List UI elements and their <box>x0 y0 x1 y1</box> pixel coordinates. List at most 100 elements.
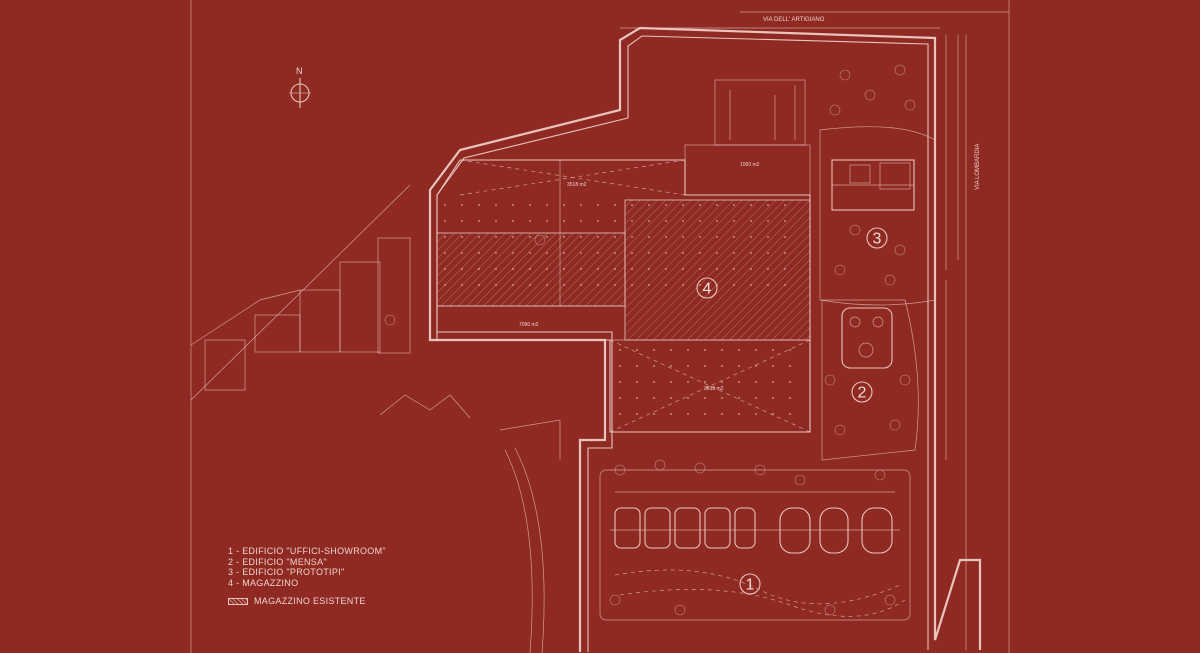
tree-icon <box>609 594 621 606</box>
grid-dot <box>784 220 786 222</box>
grid-dot <box>704 365 706 367</box>
grid-dot <box>665 284 667 286</box>
tree-icon <box>834 264 846 276</box>
grid-dot <box>546 204 548 206</box>
grid-dot <box>733 236 735 238</box>
grid-dot <box>597 268 599 270</box>
grid-dot <box>512 268 514 270</box>
tree-icon <box>754 464 766 476</box>
grid-dot <box>789 365 791 367</box>
grid-dot <box>716 252 718 254</box>
grid-dot <box>653 413 655 415</box>
grid-dot <box>772 413 774 415</box>
grid-dot <box>631 284 633 286</box>
grid-dot <box>529 268 531 270</box>
grid-dot <box>699 236 701 238</box>
grid-dot <box>444 236 446 238</box>
svg-text:4: 4 <box>703 281 712 298</box>
warehouse-outline <box>436 159 811 433</box>
grid-dot <box>738 397 740 399</box>
tree-icon <box>794 474 806 486</box>
grid-dot <box>529 204 531 206</box>
grid-dot <box>444 284 446 286</box>
grid-dot <box>461 252 463 254</box>
grid-dot <box>580 204 582 206</box>
grid-dot <box>619 397 621 399</box>
tree-icon <box>834 424 846 436</box>
grid-dot <box>546 284 548 286</box>
grid-dot <box>767 252 769 254</box>
grid-dot <box>738 381 740 383</box>
landscape-trees <box>384 64 916 616</box>
grid-dot <box>755 349 757 351</box>
grid-dot <box>580 252 582 254</box>
tree-icon <box>889 419 901 431</box>
grid-dot <box>478 236 480 238</box>
north-compass <box>289 78 311 108</box>
grid-dot <box>789 413 791 415</box>
building-1-uffici-showroom <box>599 469 911 621</box>
grid-dot <box>682 268 684 270</box>
legend-item-4: 4 - MAGAZZINO <box>228 577 299 588</box>
grid-dot <box>529 220 531 222</box>
grid-dot <box>614 268 616 270</box>
svg-text:2: 2 <box>858 385 867 402</box>
grid-dot <box>687 397 689 399</box>
grid-dot <box>619 381 621 383</box>
existing-warehouse-hatch <box>436 232 626 307</box>
grid-dot <box>597 220 599 222</box>
grid-dot <box>636 365 638 367</box>
legend-item-1: 1 - EDIFICIO "UFFICI-SHOWROOM" <box>228 546 386 556</box>
grid-dot <box>704 349 706 351</box>
grid-dot <box>461 220 463 222</box>
tree-icon <box>894 244 906 256</box>
grid-dot <box>750 220 752 222</box>
grid-dot <box>738 349 740 351</box>
grid-dot <box>529 252 531 254</box>
grid-dot <box>750 284 752 286</box>
grid-dot <box>648 236 650 238</box>
area-label-4: 1060 m2 <box>740 162 760 168</box>
tree-icon <box>839 69 851 81</box>
grid-dot <box>716 204 718 206</box>
grid-dot <box>631 268 633 270</box>
tree-icon <box>824 374 836 386</box>
number-2-marker: 2 <box>851 381 873 403</box>
street-lines <box>620 27 967 650</box>
tree-icon <box>534 234 546 246</box>
grid-dot <box>653 365 655 367</box>
grid-dot <box>631 220 633 222</box>
grid-dot <box>597 252 599 254</box>
grid-dot <box>733 204 735 206</box>
grid-dot <box>699 220 701 222</box>
grid-dot <box>648 252 650 254</box>
grid-dot <box>631 236 633 238</box>
grid-dot <box>563 220 565 222</box>
grid-dot <box>687 349 689 351</box>
grid-dot <box>444 268 446 270</box>
grid-dot <box>699 284 701 286</box>
grid-dot <box>721 413 723 415</box>
grid-dot <box>767 204 769 206</box>
area-label-3: 3838 m2 <box>704 386 724 392</box>
grid-dot <box>665 252 667 254</box>
grid-dot <box>704 413 706 415</box>
grid-dot <box>665 236 667 238</box>
grid-dot <box>682 236 684 238</box>
grid-dot <box>478 204 480 206</box>
grid-dot <box>767 284 769 286</box>
grid-dot <box>699 252 701 254</box>
grid-dot <box>721 365 723 367</box>
grid-dot <box>682 220 684 222</box>
grid-dot <box>614 284 616 286</box>
grid-dot <box>687 365 689 367</box>
street-label-top: VIA DELL' ARTIGIANO <box>763 17 825 23</box>
legend: 1 - EDIFICIO "UFFICI-SHOWROOM" 2 - EDIFI… <box>228 546 386 607</box>
grid-dot <box>738 365 740 367</box>
grid-dot <box>789 397 791 399</box>
grid-dot <box>750 204 752 206</box>
number-3-marker: 3 <box>866 227 888 249</box>
grid-dot <box>687 381 689 383</box>
grid-dot <box>529 284 531 286</box>
grid-dot <box>619 349 621 351</box>
